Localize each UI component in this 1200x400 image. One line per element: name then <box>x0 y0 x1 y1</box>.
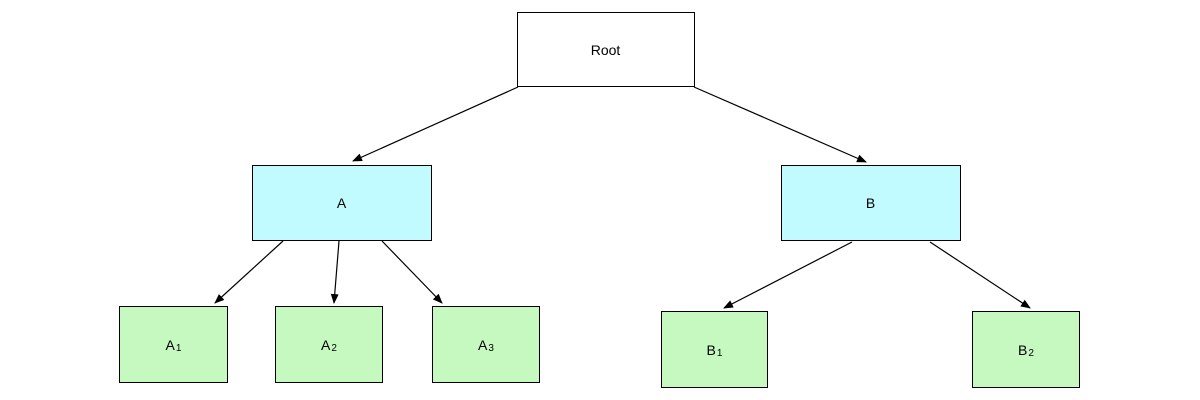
node-a-label: A <box>336 195 347 211</box>
node-a1-label: A <box>165 336 175 353</box>
node-b1-label: B <box>706 341 716 358</box>
edge-a-a1 <box>214 240 284 304</box>
node-root: Root <box>517 12 695 87</box>
node-a3-subscript: 3 <box>488 343 494 354</box>
node-a3-label: A <box>478 336 488 353</box>
node-b2-subscript: 2 <box>1028 348 1034 359</box>
node-b2-label: B <box>1018 341 1028 358</box>
node-b: B <box>781 165 961 241</box>
node-a1-subscript: 1 <box>175 343 182 354</box>
edge-b-b2 <box>929 241 1031 309</box>
edge-root-b <box>693 86 867 163</box>
node-b1-subscript: 1 <box>716 348 723 359</box>
node-root-label: Root <box>590 41 621 58</box>
node-b-label: B <box>865 195 876 211</box>
edge-a-a2 <box>330 240 340 304</box>
node-a: A <box>252 165 432 241</box>
node-a2-subscript: 2 <box>331 343 337 354</box>
edge-a-a3 <box>381 240 443 304</box>
edge-b-b1 <box>723 241 853 309</box>
node-a2-label: A <box>321 336 331 353</box>
edge-root-a <box>352 86 519 162</box>
